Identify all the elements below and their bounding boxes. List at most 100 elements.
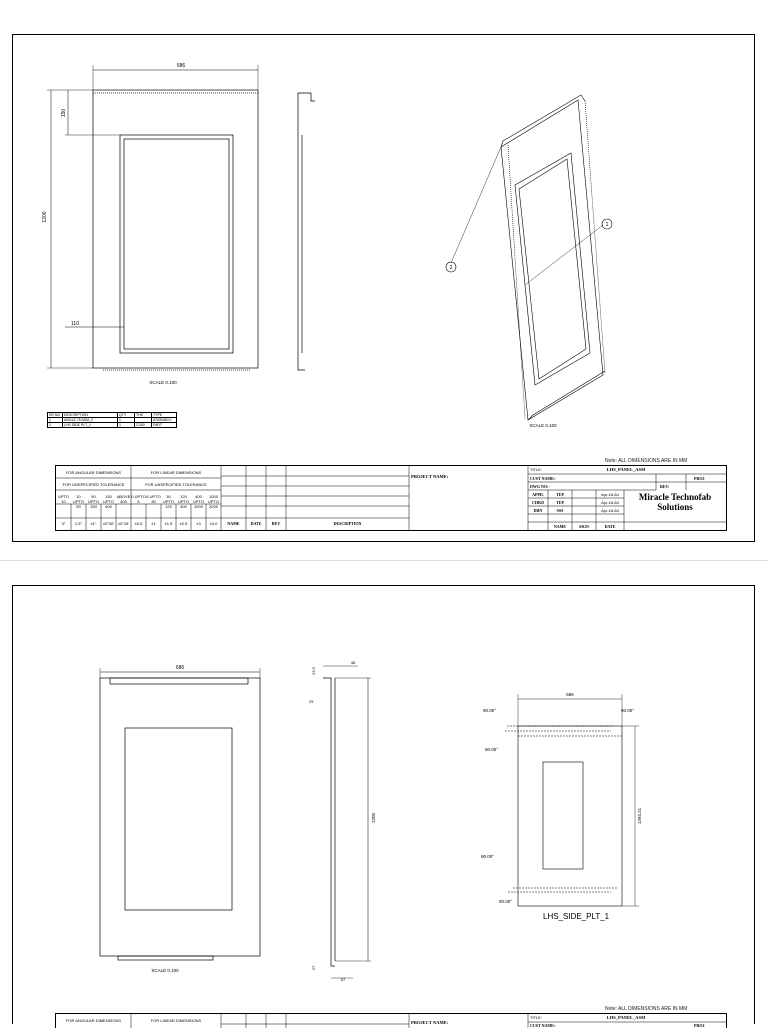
- angle-label: 90.00°: [485, 747, 498, 752]
- flat-dim-width: 686: [566, 692, 574, 697]
- rev-header-name: NAME: [227, 521, 240, 526]
- bom-cell: LHS SIDE PLT_1: [62, 422, 118, 428]
- dim-width: 686: [177, 63, 186, 69]
- sign-header-sign: SIGN: [579, 524, 589, 529]
- linear-value: ±3.0: [209, 521, 218, 526]
- unspec-tol-angular: FOR UNSPECIFIED TOLERANCE: [62, 482, 125, 487]
- appd-label: APPD.: [532, 492, 544, 497]
- angle-label: 90.00°: [499, 899, 512, 904]
- sheet2-drawing: 686 SCALE 0.100 23.5 48 25 1200 27 57: [99, 660, 642, 982]
- table-row: 2 LHS SIDE PLT_1 1 2.000 PART: [47, 422, 177, 428]
- angular-value: 3°: [61, 521, 66, 526]
- angular-header-2: FOR ANGULAR DIMENSIONS: [65, 1018, 122, 1023]
- angular-value: ±0°30': [102, 521, 115, 526]
- title-label-2: TITLE:: [530, 1015, 543, 1020]
- dimensions-note: Note: ALL DIMENSIONS ARE IN MM: [605, 458, 688, 464]
- appd-date: Apr-18-84: [601, 492, 619, 497]
- appd-sign: TEP: [556, 492, 564, 497]
- sheet-separator: [0, 560, 768, 561]
- linear-header-2: FOR LINEAR DIMENSIONS: [150, 1018, 202, 1023]
- angular-range: 50 UPTO 150: [87, 494, 100, 509]
- dim-side: 110: [71, 321, 79, 327]
- iso-scale: SCALE 0.100: [529, 423, 557, 428]
- dim-top: 150: [61, 109, 67, 118]
- proj-label: PROJ.: [694, 476, 706, 481]
- title-block-grid: [56, 466, 726, 530]
- dim-bottom-b: 57: [341, 977, 346, 982]
- rev-header-rev: REV: [271, 521, 281, 526]
- drn-label: DRN: [533, 508, 543, 513]
- dim-left: 25: [309, 699, 314, 704]
- dim-height: 1200: [42, 211, 48, 222]
- angular-value: ±1°: [90, 521, 97, 526]
- title-value: LHS_PANEL_ASM: [606, 467, 646, 472]
- company-name-line2: Solutions: [657, 502, 693, 512]
- angular-range: UPTO 10: [57, 494, 70, 504]
- dwg-no-label: DWG NO:-: [530, 484, 550, 489]
- linear-value: ±1.5: [164, 521, 173, 526]
- rev-header-description: DESCRIPTION: [333, 521, 362, 526]
- angular-value: 1.5°: [74, 521, 83, 526]
- project-name-label: PROJECT NAME:: [411, 474, 449, 479]
- chkd-date: Apr-18-84: [601, 500, 619, 505]
- bom-table: SR.NO DESCRIPTION QTY THK TYPE 1 ANGLE 7…: [47, 412, 177, 428]
- chkd-label: CHKD: [532, 500, 544, 505]
- linear-range: 6 UPTO 30: [146, 494, 161, 504]
- linear-range: 1000 UPTO 2000: [207, 494, 220, 509]
- linear-value: ±2.5: [179, 521, 188, 526]
- angular-range: ABOVE 400: [116, 494, 131, 504]
- dim-top-b: 48: [351, 660, 356, 665]
- unspec-tol-linear: FOR UNSPECIFIED TOLERANCE: [145, 482, 207, 487]
- side-view: [297, 92, 315, 371]
- linear-value: ±1: [151, 521, 156, 526]
- dim-top-a: 23.5: [311, 666, 316, 675]
- linear-range: 400 UPTO 1000: [192, 494, 205, 509]
- rev-label: REV:: [660, 484, 670, 489]
- drn-date: Apr-18-84: [601, 508, 619, 513]
- sheet1-drawing: 686 1200 150 110 SCALE 0.100 1 2 SCALE 0…: [42, 63, 613, 428]
- flat-dim-height: 1394.21: [637, 807, 642, 824]
- angular-range: 150 UPTO 400: [102, 494, 115, 509]
- linear-range: 30 UPTO 120: [162, 494, 175, 509]
- bom-cell: 2.000: [134, 422, 152, 428]
- angle-label: 90.00°: [483, 708, 496, 713]
- linear-range: 0 UPTO 6: [131, 494, 146, 504]
- sign-header-date: DATE: [604, 524, 616, 529]
- drawing-sheet-1: 686 1200 150 110 SCALE 0.100 1 2 SCALE 0…: [12, 34, 755, 542]
- front-scale-2: SCALE 0.100: [151, 968, 179, 973]
- title-value-2: LHS_PANEL_ASM: [606, 1015, 646, 1020]
- angular-header: FOR ANGULAR DIMENSIONS: [65, 470, 122, 475]
- dimensions-note-2: Note: ALL DIMENSIONS ARE IN MM: [605, 1006, 688, 1012]
- linear-range: 120 UPTO 400: [177, 494, 190, 509]
- dim-bottom-a: 27: [311, 965, 316, 970]
- angle-label: 90.00°: [621, 708, 634, 713]
- angle-label: 90.00°: [481, 854, 494, 859]
- dim-width-2: 686: [176, 665, 185, 671]
- drn-sign: SSS: [556, 508, 564, 513]
- callout-1: 1: [606, 222, 609, 228]
- linear-value: ±0.5: [134, 521, 143, 526]
- chkd-sign: TEP: [556, 500, 564, 505]
- cust-name-label: CUST NAME:-: [530, 476, 557, 481]
- drawing-sheet-2: 686 SCALE 0.100 23.5 48 25 1200 27 57: [12, 585, 755, 1028]
- flat-view: [505, 694, 639, 907]
- dim-height-2: 1200: [371, 812, 376, 823]
- title-block: FOR ANGULAR DIMENSIONS FOR LINEAR DIMENS…: [55, 465, 727, 531]
- bom-cell: 2: [47, 422, 63, 428]
- company-name-line1: Miracle Technofab: [638, 492, 712, 502]
- front-scale: SCALE 0.100: [149, 380, 177, 385]
- iso-view: [445, 94, 613, 421]
- front-view: [47, 65, 259, 371]
- title-block-2: FOR ANGULAR DIMENSIONS FOR LINEAR DIMENS…: [55, 1013, 727, 1028]
- linear-header: FOR LINEAR DIMENSIONS: [150, 470, 202, 475]
- sign-header-name: NAME: [553, 524, 567, 529]
- angular-range: 10 UPTO 50: [72, 494, 85, 509]
- side-view-2: [323, 665, 371, 979]
- project-name-label-2: PROJECT NAME:: [411, 1020, 449, 1025]
- bom-cell: PART: [151, 422, 177, 428]
- title-label: TITLE:: [530, 467, 543, 472]
- angular-value: ±0°15': [117, 521, 130, 526]
- callout-2: 2: [450, 265, 453, 271]
- rev-header-date: DATE: [250, 521, 262, 526]
- linear-value: ±3: [196, 521, 201, 526]
